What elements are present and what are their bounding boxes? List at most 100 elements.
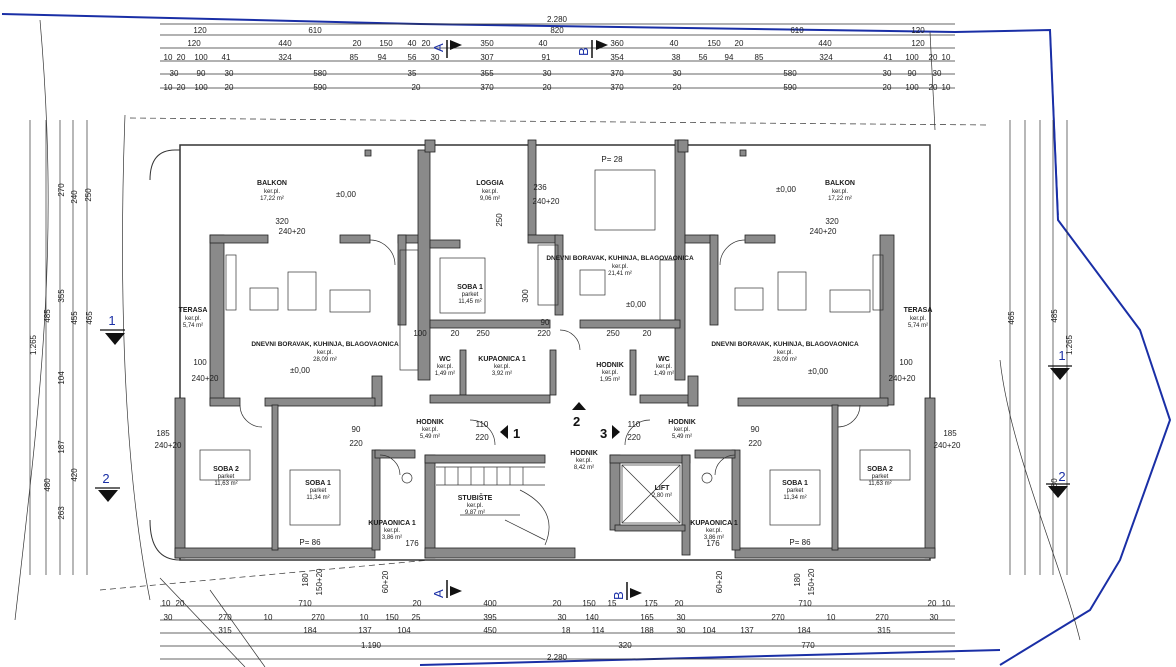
dim-bot-r1-4: 400	[483, 599, 497, 608]
bottom-dimension-lines	[160, 605, 955, 660]
dim-left-263: 263	[57, 506, 66, 520]
dim-top-r2-1: 440	[278, 39, 292, 48]
dim-bot-r3-8: 30	[677, 626, 686, 635]
dim-in-100a: 100	[193, 358, 207, 367]
dim-top-r5-7: 20	[543, 83, 552, 92]
dim-in-90c: 90	[541, 318, 550, 327]
dim-in-180b: 180	[793, 573, 802, 587]
dim-top-r4-0: 30	[170, 69, 179, 78]
room-name-soba1-center: SOBA 1	[457, 284, 483, 291]
dim-bot-r2-3: 270	[311, 613, 325, 622]
room-area-terasa-right: 5,74 m²	[908, 323, 928, 329]
room-floor-soba1-center: parket	[462, 292, 479, 298]
dim-in-240f: 240+20	[155, 441, 182, 450]
dim-bot-r3-7: 188	[640, 626, 654, 635]
dim-left-250: 250	[84, 188, 93, 202]
dim-in-300: 300	[521, 289, 530, 303]
section-2-right-label: 2	[1058, 469, 1065, 484]
dim-top-r2-4: 40	[408, 39, 417, 48]
unit-number-2: 2	[573, 414, 580, 429]
dim-top-r3-18: 100	[905, 53, 919, 62]
dim-top-r3-5: 85	[350, 53, 359, 62]
room-area-balkon-right: 17,22 m²	[828, 196, 852, 202]
dim-left-total: 1.265	[29, 334, 38, 355]
dim-top-r3-9: 307	[480, 53, 494, 62]
dim-bot-r3-1: 184	[303, 626, 317, 635]
dim-bot-r2-7: 395	[483, 613, 497, 622]
dim-top-r5-10: 590	[783, 83, 797, 92]
room-area-hodnik-right: 5,49 m²	[672, 434, 692, 440]
dim-in-110a: 110	[476, 420, 489, 429]
dim-top-r3-16: 324	[819, 53, 833, 62]
dim-bot-r2-12: 270	[771, 613, 785, 622]
level-balkon-left: ±0,00	[336, 190, 357, 199]
dim-in-150a: 150+20	[315, 568, 324, 595]
dim-top-r5-5: 20	[412, 83, 421, 92]
dim-in-150b: 150+20	[807, 568, 816, 595]
level-markers: ±0,00 ±0,00 ±0,00 ±0,00 ±0,00	[290, 185, 829, 376]
dim-top-r2-10: 150	[707, 39, 721, 48]
dim-top-r3-7: 56	[408, 53, 417, 62]
room-name-balkon-left: BALKON	[257, 180, 287, 187]
dim-in-220a: 220	[537, 329, 551, 338]
dim-top-r1-2: 820	[550, 26, 564, 35]
dim-in-240a: 240+20	[279, 227, 306, 236]
dim-top-r3-4: 324	[278, 53, 292, 62]
dim-in-220d: 220	[475, 433, 489, 442]
dim-right-480: 480	[1050, 478, 1059, 492]
dim-bot-r3-9: 104	[702, 626, 716, 635]
dim-bot-r2-13: 10	[827, 613, 836, 622]
dim-in-100b: 100	[899, 358, 913, 367]
room-floor-wc-right: ker.pl.	[656, 364, 672, 370]
door-swings	[239, 239, 861, 476]
room-name-soba1-right: SOBA 1	[782, 480, 808, 487]
dim-top-r2-11: 20	[735, 39, 744, 48]
dim-in-320a: 320	[275, 217, 289, 226]
section-marker-b-bottom: B	[611, 582, 642, 600]
room-area-soba2-left: 11,63 m²	[214, 481, 237, 487]
dim-top-r1-4: 120	[911, 26, 925, 35]
dim-top-r3-12: 38	[672, 53, 681, 62]
right-dimension-lines	[1009, 120, 1068, 575]
dim-in-250: 250	[495, 213, 504, 227]
room-area-hodnik-center: 8,42 m²	[574, 465, 594, 471]
dim-in-176b: 176	[706, 539, 720, 548]
dim-top-r4-2: 30	[225, 69, 234, 78]
section-marker-2-right: 2	[1046, 469, 1070, 498]
dim-top-r3-6: 94	[378, 53, 387, 62]
dim-top-r4-1: 90	[197, 69, 206, 78]
room-floor-terasa-right: ker.pl.	[910, 316, 926, 322]
dim-right-total: 1.265	[1065, 334, 1074, 355]
room-area-soba1-left: 11,34 m²	[306, 495, 329, 501]
dim-in-60b: 60+20	[715, 570, 724, 593]
dim-top-r5-2: 100	[194, 83, 208, 92]
parapet-soba1-left: P= 86	[299, 538, 321, 547]
section-marker-2-left: 2	[95, 471, 120, 502]
dim-top-r2-3: 150	[379, 39, 393, 48]
road-curve-right	[999, 359, 1081, 641]
room-name-soba2-left: SOBA 2	[213, 466, 239, 473]
dim-bot-r2-1: 270	[218, 613, 232, 622]
room-floor-soba2-left: parket	[218, 474, 235, 480]
room-area-wc-right: 1,49 m²	[654, 371, 674, 377]
level-right: ±0,00	[808, 367, 829, 376]
room-name-kupaonica-left: KUPAONICA 1	[368, 520, 416, 527]
dim-top-r5-3: 20	[225, 83, 234, 92]
dim-in-185a: 185	[156, 429, 170, 438]
dim-bot-r2-4: 10	[360, 613, 369, 622]
road-diagonal-1	[159, 577, 246, 667]
dim-top-r2-8: 360	[610, 39, 624, 48]
parapet-soba1-right: P= 86	[789, 538, 811, 547]
dim-top-total: 2.280	[547, 15, 568, 24]
site-boundary-bottom	[419, 649, 1001, 666]
dim-in-20b: 20	[643, 329, 652, 338]
dim-top-r5-9: 20	[673, 83, 682, 92]
dim-bot-r2-14: 270	[875, 613, 889, 622]
dim-top-r2-13: 120	[911, 39, 925, 48]
dim-top-r5-12: 100	[905, 83, 919, 92]
room-floor-terasa-left: ker.pl.	[185, 316, 201, 322]
dim-bot-r4-0: 1.190	[361, 641, 382, 650]
entrance-marker-2: 2	[572, 402, 586, 429]
dashed-line-top	[129, 117, 991, 126]
room-name-kupaonica-right: KUPAONICA 1	[690, 520, 738, 527]
